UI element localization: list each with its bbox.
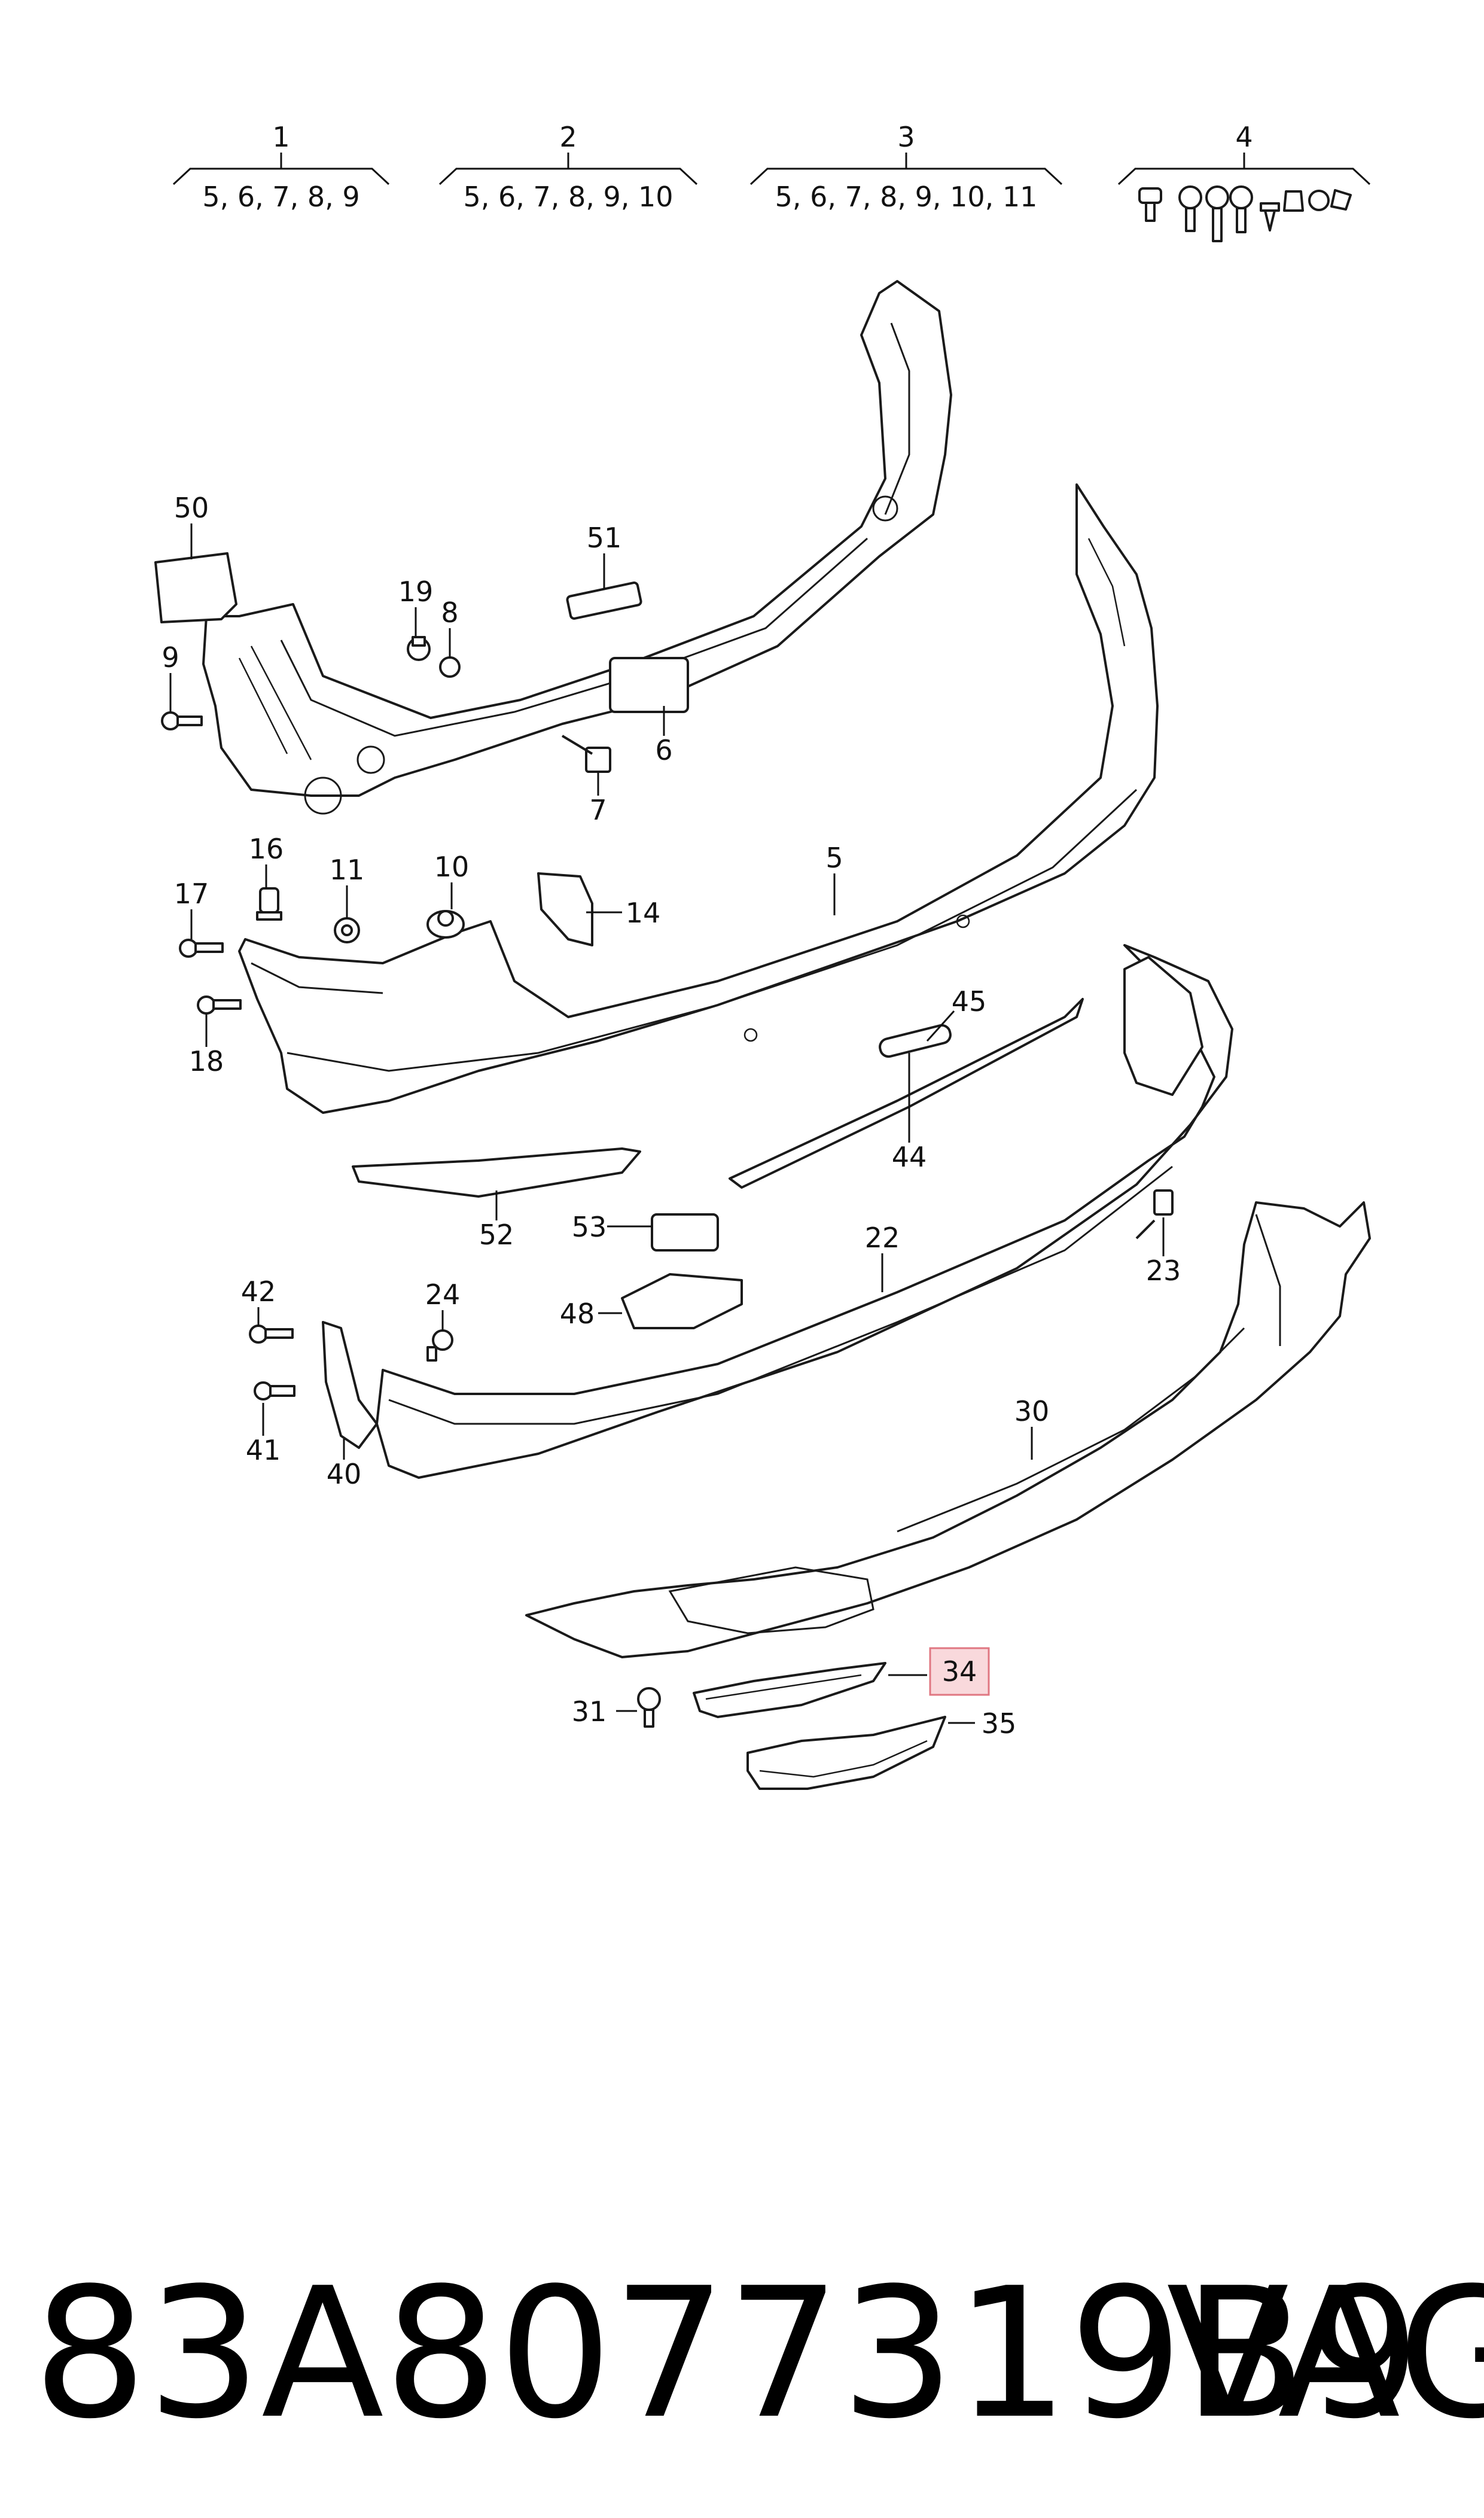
callout-34: 34 xyxy=(942,1655,977,1688)
kit-contents: 5, 6, 7, 8, 9 xyxy=(202,181,359,213)
clip-16 xyxy=(256,887,282,921)
sensor-bracket-48 xyxy=(621,1273,743,1329)
fastener-set-icon xyxy=(1138,185,1352,242)
kit-number: 2 xyxy=(559,121,577,153)
reflector-14 xyxy=(537,872,593,946)
callout-44: 44 xyxy=(892,1141,927,1173)
callout-50: 50 xyxy=(174,492,209,524)
screw-31 xyxy=(637,1687,661,1728)
kit-contents: 5, 6, 7, 8, 9, 10, 11 xyxy=(775,181,1038,213)
callout-23: 23 xyxy=(1146,1255,1181,1287)
lower-valance xyxy=(376,944,1233,1479)
callout-31: 31 xyxy=(572,1695,607,1728)
footer: 83A8077319B9 VAG xyxy=(0,2225,1484,2465)
bumper-cover xyxy=(238,483,1159,1114)
trim-35 xyxy=(746,1716,946,1790)
callout-7: 7 xyxy=(589,794,607,826)
callout-labels: 50 51 19 8 9 6 7 5 16 17 11 10 14 18 45 … xyxy=(161,492,1181,1740)
washer-8 xyxy=(439,656,461,678)
callout-51: 51 xyxy=(587,522,622,554)
callout-17: 17 xyxy=(174,878,209,910)
screw-42 xyxy=(249,1325,294,1344)
emblem-45 xyxy=(879,1024,952,1058)
screw-9 xyxy=(161,711,203,730)
callout-48: 48 xyxy=(560,1298,595,1330)
callout-22: 22 xyxy=(865,1222,900,1254)
kit-2: 2 5, 6, 7, 8, 9, 10 xyxy=(438,121,698,213)
trim-34 xyxy=(693,1662,886,1718)
clip-7 xyxy=(561,735,611,773)
callout-42: 42 xyxy=(241,1275,276,1308)
callout-5: 5 xyxy=(825,842,843,874)
trim-52 xyxy=(352,1147,641,1198)
kit-number: 4 xyxy=(1235,121,1253,153)
bumper-carrier xyxy=(202,280,952,815)
kit-3: 3 5, 6, 7, 8, 9, 10, 11 xyxy=(749,121,1063,213)
grommet-10 xyxy=(426,910,465,939)
screw-17 xyxy=(179,939,224,958)
callout-14: 14 xyxy=(626,897,661,929)
callout-18: 18 xyxy=(189,1045,224,1077)
callout-45: 45 xyxy=(952,985,987,1018)
callout-24: 24 xyxy=(425,1278,461,1311)
kit-4: 4 xyxy=(1117,121,1371,242)
callout-9: 9 xyxy=(161,641,179,674)
bracket-51 xyxy=(566,581,642,620)
screw-18 xyxy=(197,995,242,1015)
clip-23 xyxy=(1135,1189,1174,1240)
callout-16: 16 xyxy=(249,833,284,865)
nut-19 xyxy=(407,636,431,661)
diffuser xyxy=(525,1201,1371,1658)
callout-11: 11 xyxy=(330,854,365,886)
kit-number: 3 xyxy=(897,121,915,153)
callout-40: 40 xyxy=(327,1458,362,1490)
leader-lines xyxy=(169,523,1165,1724)
kit-number: 1 xyxy=(272,121,290,153)
kit-1: 1 5, 6, 7, 8, 9 xyxy=(172,121,390,213)
callout-6: 6 xyxy=(655,734,672,766)
callout-35: 35 xyxy=(982,1707,1017,1740)
kit-contents: 5, 6, 7, 8, 9, 10 xyxy=(463,181,673,213)
callout-30: 30 xyxy=(1014,1395,1050,1427)
exploded-parts-diagram: 1 5, 6, 7, 8, 9 2 5, 6, 7, 8, 9, 10 3 5,… xyxy=(154,121,1371,1790)
clip-41 xyxy=(254,1381,295,1400)
callout-53: 53 xyxy=(572,1211,607,1243)
brand-name: VAG xyxy=(1166,2249,1484,2458)
bracket-40 xyxy=(322,1321,378,1449)
clip-11 xyxy=(334,917,360,943)
callout-8: 8 xyxy=(441,596,458,629)
screw-24 xyxy=(426,1329,453,1362)
callout-41: 41 xyxy=(246,1434,281,1466)
sensor-53 xyxy=(651,1213,719,1252)
callout-10: 10 xyxy=(434,851,470,883)
bracket-50 xyxy=(154,552,237,623)
highlight-box-34 xyxy=(929,1647,990,1696)
callout-52: 52 xyxy=(479,1219,514,1251)
part-number: 83A8077319B9 xyxy=(33,2249,1421,2458)
trim-strip-44 xyxy=(729,998,1084,1189)
callout-19: 19 xyxy=(398,576,434,608)
